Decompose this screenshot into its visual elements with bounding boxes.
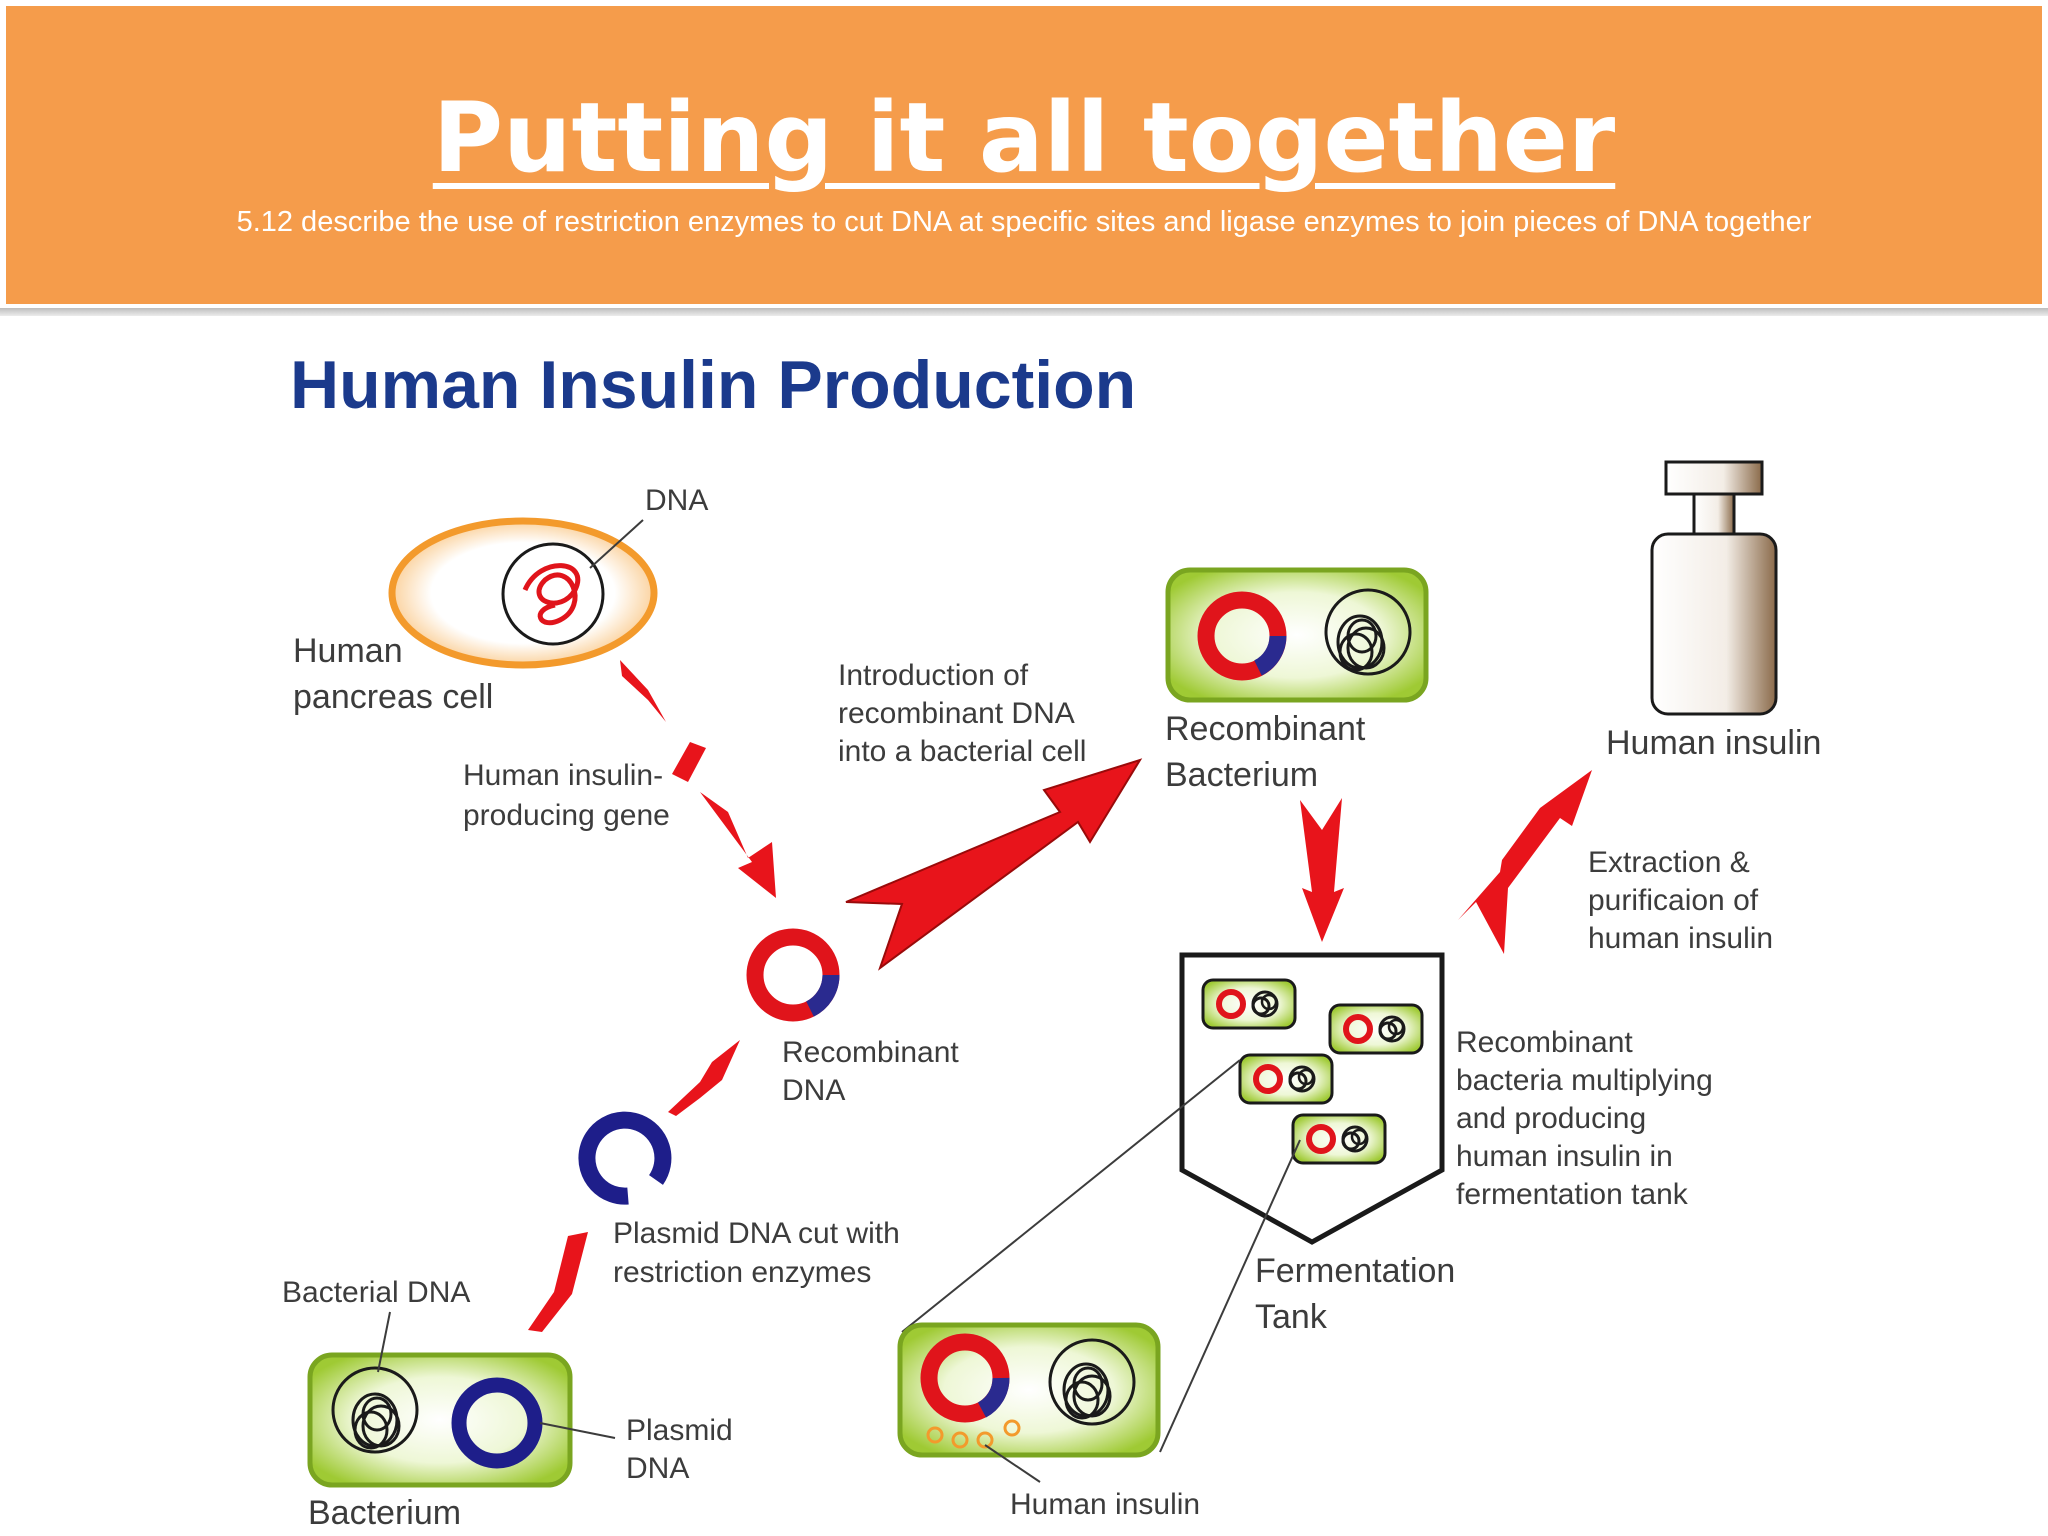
tank-bacterium-2 bbox=[1330, 1005, 1422, 1053]
insulin-molecule bbox=[976, 1431, 994, 1449]
pancreas-cell bbox=[388, 517, 658, 669]
recombinant-bacterium bbox=[1165, 567, 1429, 703]
recombinant-dna-plasmid bbox=[746, 928, 840, 1022]
insulin-gene-fragment bbox=[672, 742, 706, 782]
label-gene-1: Human insulin- bbox=[463, 759, 663, 792]
label-bacterial-dna: Bacterial DNA bbox=[282, 1276, 470, 1309]
label-plasmid-dna-1: Plasmid bbox=[626, 1414, 733, 1447]
label-human-insulin-bottle: Human insulin bbox=[1606, 724, 1821, 762]
label-bacterium: Bacterium bbox=[308, 1494, 461, 1532]
label-recombinant-dna-1: Recombinant bbox=[782, 1036, 959, 1069]
bacterial-dna-pointer bbox=[377, 1311, 391, 1373]
label-multiplying-2: bacteria multiplying bbox=[1456, 1064, 1713, 1097]
label-recombinant-dna-2: DNA bbox=[782, 1074, 845, 1107]
label-multiplying-1: Recombinant bbox=[1456, 1026, 1633, 1059]
nucleus bbox=[501, 542, 605, 646]
arrow-to-bottle bbox=[1458, 770, 1592, 954]
banner-divider bbox=[0, 308, 2048, 316]
label-multiplying-3: and producing bbox=[1456, 1102, 1646, 1135]
bacterium bbox=[307, 1352, 573, 1488]
label-pancreas-2: pancreas cell bbox=[293, 678, 493, 716]
insulin-molecule bbox=[1003, 1419, 1021, 1437]
label-plasmid-dna-2: DNA bbox=[626, 1452, 689, 1485]
dna-strand bbox=[522, 563, 581, 626]
label-extraction-2: purificaion of bbox=[1588, 884, 1759, 917]
plasmid bbox=[451, 1377, 543, 1469]
zoom-line-left bbox=[901, 1059, 1241, 1333]
diagram-title: Human Insulin Production bbox=[290, 347, 1136, 423]
label-human-insulin-small: Human insulin bbox=[1010, 1488, 1200, 1521]
insulin-molecule bbox=[926, 1426, 944, 1444]
label-multiplying-4: human insulin in bbox=[1456, 1140, 1673, 1173]
cut-plasmid bbox=[578, 1111, 672, 1205]
label-multiplying-5: fermentation tank bbox=[1456, 1178, 1689, 1211]
label-fermentation-1: Fermentation bbox=[1255, 1252, 1455, 1290]
insulin-pointer bbox=[984, 1444, 1041, 1483]
tank-bacterium-1 bbox=[1203, 980, 1295, 1028]
arrow-bacterium-to-cut bbox=[528, 1232, 588, 1332]
insulin-bottle-icon bbox=[1650, 460, 1778, 716]
tank-bacterium-4 bbox=[1293, 1115, 1385, 1163]
label-plasmid-cut-2: restriction enzymes bbox=[613, 1256, 871, 1289]
label-introduction-3: into a bacterial cell bbox=[838, 735, 1086, 768]
zoom-line-right bbox=[1159, 1139, 1301, 1453]
arrow-introduction bbox=[845, 758, 1143, 971]
plasmid-pointer bbox=[539, 1422, 616, 1439]
slide-title: Putting it all together bbox=[432, 82, 1616, 194]
label-gene-2: producing gene bbox=[463, 799, 670, 832]
arrow-cell-to-gene bbox=[620, 660, 666, 722]
arrow-cut-to-recombinant bbox=[668, 1040, 740, 1116]
label-fermentation-2: Tank bbox=[1255, 1298, 1328, 1336]
dna-pointer-line bbox=[589, 519, 644, 569]
label-plasmid-cut-1: Plasmid DNA cut with bbox=[613, 1217, 900, 1250]
arrow-gene-to-recombinant bbox=[700, 792, 776, 898]
label-pancreas-1: Human bbox=[293, 632, 403, 670]
label-extraction-1: Extraction & bbox=[1588, 846, 1750, 879]
insulin-molecule bbox=[951, 1431, 969, 1449]
label-introduction-1: Introduction of bbox=[838, 659, 1029, 692]
label-recombinant-bacterium-2: Bacterium bbox=[1165, 756, 1318, 794]
title-banner bbox=[6, 6, 2042, 304]
label-recombinant-bacterium-1: Recombinant bbox=[1165, 710, 1366, 748]
enlarged-bacterium bbox=[897, 1322, 1161, 1458]
label-extraction-3: human insulin bbox=[1588, 922, 1773, 955]
slide-subtitle: 5.12 describe the use of restriction enz… bbox=[236, 206, 1812, 238]
label-introduction-2: recombinant DNA bbox=[838, 697, 1075, 730]
label-dna: DNA bbox=[645, 484, 708, 517]
tank-bacterium-3 bbox=[1240, 1055, 1332, 1103]
arrow-to-tank bbox=[1300, 798, 1344, 942]
